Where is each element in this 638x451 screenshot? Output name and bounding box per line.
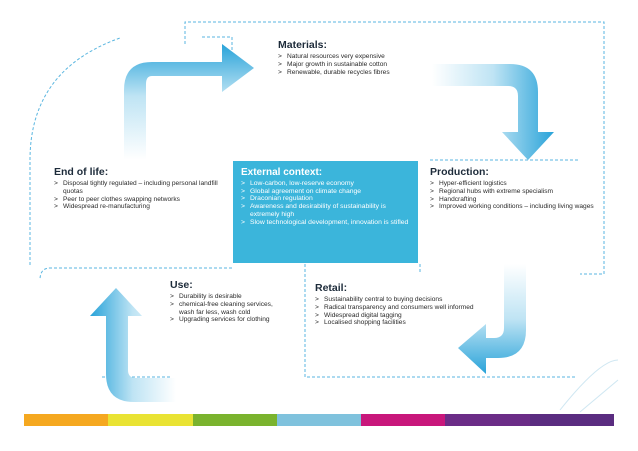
end-of-life-item: Widespread re-manufacturing <box>54 203 224 211</box>
context-item: Global agreement on climate change <box>241 188 413 196</box>
external-context-panel: External context: Low-carbon, low-reserv… <box>241 167 413 226</box>
end-of-life-title: End of life: <box>54 166 109 178</box>
dashed-outline <box>29 21 605 378</box>
use-panel: Use: Durability is desirable chemical-fr… <box>170 279 288 324</box>
materials-item: Natural resources very expensive <box>278 53 478 61</box>
end-of-life-item: Disposal tightly regulated – including p… <box>54 180 224 196</box>
arrow-to-production <box>432 64 554 160</box>
context-item: Slow technological development, innovati… <box>241 219 413 227</box>
retail-title: Retail: <box>315 282 348 294</box>
end-of-life-item: Peer to peer clothes swapping networks <box>54 196 224 204</box>
use-item: Upgrading services for clothing <box>170 316 288 324</box>
retail-panel: Retail: Sustainability central to buying… <box>315 282 515 327</box>
arrow-to-materials <box>124 44 254 160</box>
end-of-life-panel: End of life: Disposal tightly regulated … <box>54 166 224 211</box>
use-item: Durability is desirable <box>170 293 288 301</box>
stripe-segment <box>24 414 109 426</box>
stripe-segment <box>108 414 193 426</box>
context-item: Awareness and desirability of sustainabi… <box>241 203 413 218</box>
production-item: Handcrafting <box>430 196 608 204</box>
arrow-to-retail-loop <box>458 264 526 374</box>
retail-item: Localised shopping facilities <box>315 319 515 327</box>
stripe-segment <box>192 414 277 426</box>
context-title: External context: <box>241 167 323 178</box>
production-title: Production: <box>430 166 489 178</box>
production-item: Improved working conditions – including … <box>430 203 608 211</box>
materials-title: Materials: <box>278 39 328 51</box>
materials-item: Major growth in sustainable cotton <box>278 61 478 69</box>
color-stripe <box>24 414 614 426</box>
materials-panel: Materials: Natural resources very expens… <box>278 39 478 76</box>
decorative-lines <box>559 359 619 413</box>
stripe-segment <box>529 414 614 426</box>
production-panel: Production: Hyper-efficient logistics Re… <box>430 166 608 211</box>
stripe-segment <box>361 414 446 426</box>
retail-item: Widespread digital tagging <box>315 312 515 320</box>
materials-item: Renewable, durable recycles fibres <box>278 69 478 77</box>
context-item: Low-carbon, low-reserve economy <box>241 180 413 188</box>
context-item: Draconian regulation <box>241 195 413 203</box>
stripe-segment <box>276 414 362 426</box>
stripe-segment <box>445 414 530 426</box>
retail-item: Radical transparency and consumers well … <box>315 304 515 312</box>
use-item: chemical-free cleaning services, wash fa… <box>170 301 288 317</box>
production-item: Hyper-efficient logistics <box>430 180 608 188</box>
use-title: Use: <box>170 279 193 291</box>
retail-item: Sustainability central to buying decisio… <box>315 296 515 304</box>
arrow-to-end-of-life <box>90 288 176 402</box>
production-item: Regional hubs with extreme specialism <box>430 188 608 196</box>
